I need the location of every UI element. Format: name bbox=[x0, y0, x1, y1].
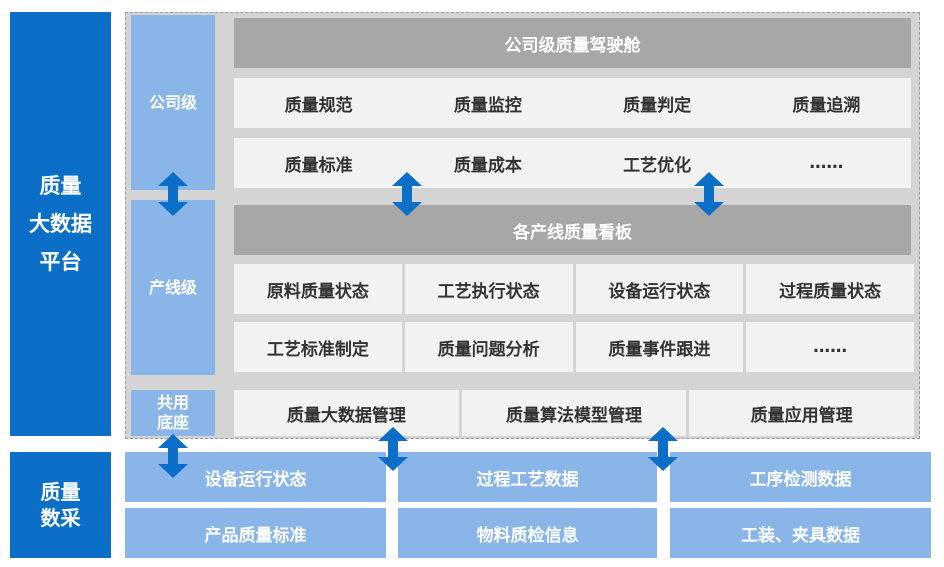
level-company: 公司级 bbox=[131, 15, 215, 190]
platform-label: 质量 大数据 平台 bbox=[10, 12, 111, 436]
shared-base-item: 质量大数据管理 bbox=[234, 390, 459, 436]
source-item: 设备运行状态 bbox=[125, 452, 386, 502]
line-row-1: 原料质量状态 工艺执行状态 设备运行状态 过程质量状态 bbox=[234, 264, 914, 314]
source-item-label: 工装、夹具数据 bbox=[741, 525, 860, 546]
level-shared-base-line1: 共用 bbox=[156, 393, 189, 412]
line-dashboard-bar: 各产线质量看板 bbox=[234, 205, 911, 255]
company-item: 质量标准 bbox=[284, 155, 353, 176]
company-item: 质量判定 bbox=[623, 95, 692, 116]
company-item: 质量监控 bbox=[453, 95, 522, 116]
source-item: 过程工艺数据 bbox=[398, 452, 657, 502]
company-item: 质量追溯 bbox=[792, 95, 861, 116]
platform-label-line1: 质量 bbox=[39, 174, 82, 198]
double-arrow-vertical-icon bbox=[694, 172, 724, 216]
company-item: 质量成本 bbox=[453, 155, 522, 176]
double-arrow-vertical-icon bbox=[392, 172, 422, 216]
platform-label-line2: 大数据 bbox=[29, 212, 92, 236]
double-arrow-vertical-icon bbox=[378, 427, 408, 471]
line-item: 质量事件跟进 bbox=[575, 322, 744, 372]
shared-base-item: 质量应用管理 bbox=[689, 390, 915, 436]
company-cockpit-bar: 公司级质量驾驶舱 bbox=[234, 18, 911, 68]
source-item-label: 过程工艺数据 bbox=[476, 469, 579, 490]
level-shared-base-line2: 底座 bbox=[156, 413, 189, 432]
source-item: 工序检测数据 bbox=[670, 452, 931, 502]
shared-base-item: 质量算法模型管理 bbox=[461, 390, 687, 436]
line-item: 工艺执行状态 bbox=[404, 264, 573, 314]
line-item: 原料质量状态 bbox=[234, 264, 402, 314]
double-arrow-vertical-icon bbox=[158, 172, 188, 216]
source-item: 产品质量标准 bbox=[125, 508, 386, 558]
source-item-label: 工序检测数据 bbox=[749, 469, 852, 490]
double-arrow-vertical-icon bbox=[158, 434, 188, 478]
double-arrow-vertical-icon bbox=[648, 427, 678, 471]
line-item: 质量问题分析 bbox=[404, 322, 573, 372]
source-item-label: 设备运行状态 bbox=[204, 469, 307, 490]
level-shared-base: 共用 底座 bbox=[131, 390, 215, 436]
source-item-label: 产品质量标准 bbox=[204, 525, 307, 546]
company-item: 工艺优化 bbox=[623, 155, 692, 176]
company-row-1: 质量规范 质量监控 质量判定 质量追溯 bbox=[234, 78, 911, 128]
level-production-line: 产线级 bbox=[131, 200, 215, 375]
source-item: 工装、夹具数据 bbox=[670, 508, 931, 558]
shared-base-row: 质量大数据管理 质量算法模型管理 质量应用管理 bbox=[234, 390, 915, 436]
line-item: 工艺标准制定 bbox=[234, 322, 402, 372]
collection-label-line2: 数采 bbox=[40, 506, 81, 530]
line-row-2: 工艺标准制定 质量问题分析 质量事件跟进 …… bbox=[234, 322, 914, 372]
line-item: …… bbox=[746, 322, 914, 372]
source-item: 物料质检信息 bbox=[398, 508, 657, 558]
company-cockpit-title: 公司级质量驾驶舱 bbox=[504, 35, 641, 56]
company-item: 质量规范 bbox=[284, 95, 353, 116]
company-row-2: 质量标准 质量成本 工艺优化 …… bbox=[234, 138, 911, 188]
line-item: 过程质量状态 bbox=[746, 264, 914, 314]
collection-label: 质量 数采 bbox=[10, 452, 111, 558]
source-item-label: 物料质检信息 bbox=[476, 525, 579, 546]
level-company-label: 公司级 bbox=[148, 92, 197, 112]
collection-label-line1: 质量 bbox=[40, 480, 81, 504]
line-dashboard-title: 各产线质量看板 bbox=[513, 222, 632, 243]
line-item: 设备运行状态 bbox=[575, 264, 744, 314]
platform-label-line3: 平台 bbox=[39, 250, 82, 274]
level-production-line-label: 产线级 bbox=[148, 277, 197, 297]
company-item: …… bbox=[809, 153, 844, 173]
